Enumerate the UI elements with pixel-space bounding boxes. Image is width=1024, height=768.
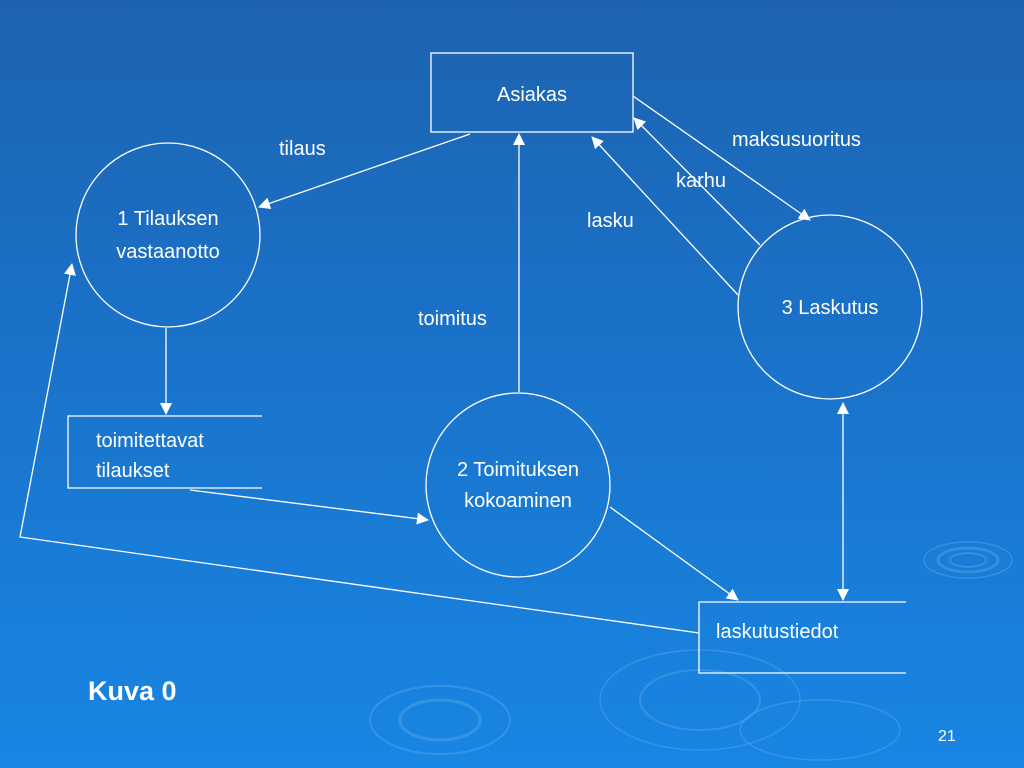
process-2-label-line1: 2 Toimituksen [457,459,579,481]
process-1-circle [75,142,261,328]
flow-tilaus-arrow [258,133,471,210]
figure-caption: Kuva 0 [88,676,177,706]
flow-toimitus-label: toimitus [418,308,487,330]
process-1-label-line2: vastaanotto [116,241,220,263]
store-toimitettavat-shape [67,415,262,489]
process-3-label: 3 Laskutus [781,297,879,319]
flow-tilaus-label: tilaus [279,138,326,160]
page-number: 21 [938,728,956,745]
asiakas-entity-box [430,52,634,133]
process-3-circle [737,214,923,400]
flow-maksusuoritus-label: maksusuoritus [732,129,861,151]
store-laskutustiedot-label: laskutustiedot [716,621,839,643]
water-ripple-decoration [369,541,1013,761]
flow-karhu-arrow [633,117,761,246]
process-2-circle [425,392,611,578]
store-toimitettavat-label-line1: toimitettavat [96,430,204,452]
store-toimitettavat-label-line2: tilaukset [96,460,170,482]
flow-p2-to-store2-arrow [609,506,739,601]
flow-karhu-label: karhu [676,170,727,192]
flow-lasku-arrow [591,136,739,296]
flow-store1-to-p2-arrow [189,489,429,525]
flow-lasku-label: lasku [587,210,634,232]
asiakas-label: Asiakas [496,84,568,106]
process-2-label-line2: kokoaminen [464,490,572,512]
store-laskutustiedot-shape [698,601,906,674]
flow-store2-to-p1-arrow [19,263,700,634]
process-1-label-line1: 1 Tilauksen [117,208,219,230]
flow-maksusuoritus-arrow [632,95,811,221]
